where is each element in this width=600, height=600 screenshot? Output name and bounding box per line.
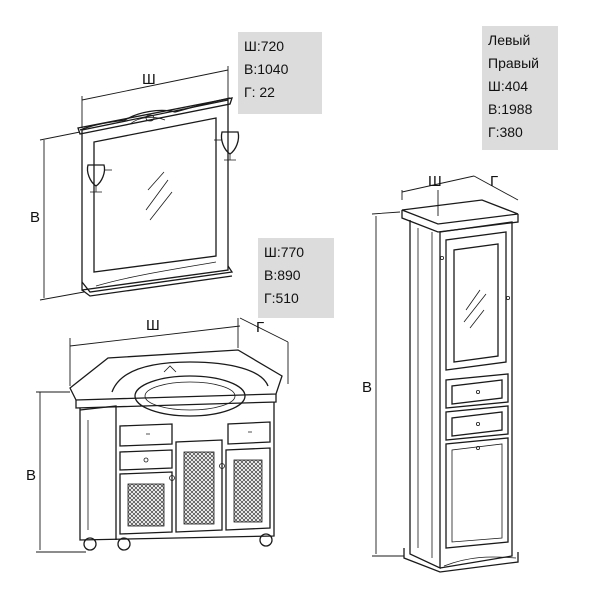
cabinet-spec-depth: Г:380: [488, 124, 523, 140]
cabinet-height-label: В: [362, 379, 372, 396]
left-sconce-icon: [86, 164, 112, 193]
cabinet-spec-right: Правый: [488, 55, 539, 71]
cabinet-spec-left: Левый: [488, 32, 531, 48]
vanity-height-label: В: [26, 467, 36, 484]
cabinet-spec-width: Ш:404: [488, 78, 529, 94]
mirror-spec-height: В:1040: [244, 61, 289, 77]
cabinet-spec-height: В:1988: [488, 101, 533, 117]
mirror-width-label: Ш: [142, 71, 156, 88]
mirror-spec-depth: Г: 22: [244, 84, 275, 100]
vanity-width-label: Ш: [146, 317, 160, 334]
right-sconce-icon: [214, 131, 240, 161]
vanity-spec-width: Ш:770: [264, 244, 305, 260]
vanity-depth-label: Г: [256, 319, 264, 336]
vanity-spec-height: В:890: [264, 267, 301, 283]
mirror: Ш В: [30, 66, 240, 301]
mirror-height-label: В: [30, 209, 40, 226]
cabinet-specs: Левый Правый Ш:404 В:1988 Г:380: [482, 26, 558, 150]
vanity-spec-depth: Г:510: [264, 290, 299, 306]
mirror-specs: Ш:720 В:1040 Г: 22: [238, 32, 322, 114]
vanity-specs: Ш:770 В:890 Г:510: [258, 238, 334, 318]
vanity: Ш Г В: [26, 317, 289, 553]
tall-cabinet: Ш Г В: [362, 173, 519, 573]
cabinet-depth-label: Г: [490, 173, 498, 190]
mirror-spec-width: Ш:720: [244, 38, 285, 54]
cabinet-width-label: Ш: [428, 173, 442, 190]
